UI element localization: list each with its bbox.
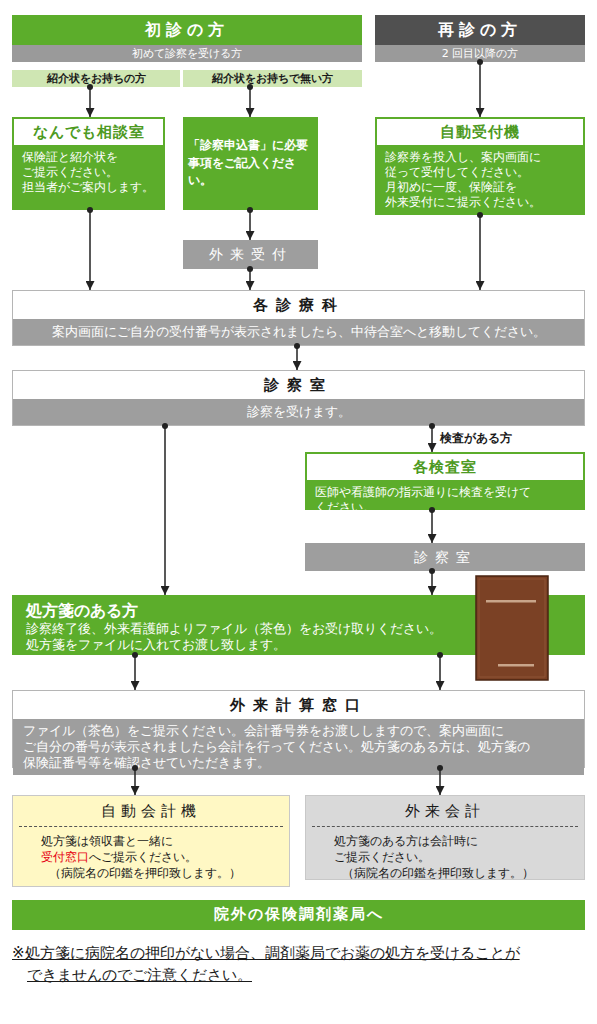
- node-text: 処方箋は領収書と一緒に: [13, 827, 289, 849]
- file-print: [498, 664, 534, 667]
- node-text: 診察を受けます。: [13, 399, 584, 425]
- node-text: （病院名の印鑑を押印致します。）: [13, 865, 289, 881]
- step-box: 外来受付: [183, 240, 318, 269]
- node-heading: 外来会計: [312, 796, 578, 827]
- node-text: 処方箋のある方は会計時に ご提示ください。: [306, 827, 584, 865]
- node-heading: 外来計算窓口: [13, 691, 584, 719]
- node-text: 診察終了後、外来看護師よりファイル（茶色）をお受け取りください。 処方箋をファイ…: [26, 621, 571, 653]
- flow-arrow: [164, 426, 166, 595]
- text-line: 受付窓口へご提示ください。: [13, 849, 289, 865]
- node-text: へご提示ください。: [89, 850, 197, 864]
- node-heading: 処方箋のある方: [26, 600, 571, 621]
- flow-arrow: [431, 571, 433, 595]
- patient-type-header: 初診の方初めて診察を受ける方: [12, 15, 362, 62]
- process-box: 自動受付機診察券を投入し、案内画面に 従って受付してください。 月初めに一度、保…: [375, 117, 585, 215]
- node-heading: 自動会計機: [19, 796, 283, 827]
- flow-arrow: [479, 62, 481, 117]
- flow-arrow: [134, 655, 136, 690]
- flow-arrow: [431, 426, 433, 452]
- node-text: ファイル（茶色）をご提示ください。会計番号券をお渡ししますので、案内画面に ご自…: [13, 719, 584, 775]
- node-heading: 初診の方: [12, 15, 362, 45]
- node-heading: 各検査室: [307, 454, 583, 480]
- flow-arrow: [439, 655, 441, 690]
- node-text: 初めて診察を受ける方: [12, 45, 362, 62]
- node-text: 案内画面にご自分の受付番号が表示されましたら、中待合室へと移動してください。: [13, 319, 584, 345]
- node-text: 2 回目以降の方: [375, 45, 585, 62]
- flow-arrow: [249, 269, 251, 290]
- step-band: 外来計算窓口ファイル（茶色）をご提示ください。会計番号券をお渡ししますので、案内…: [12, 690, 585, 768]
- flow-arrow: [249, 87, 251, 117]
- node-text: 受付窓口: [41, 850, 89, 864]
- node-text: 紹介状をお持ちで無い方: [183, 70, 362, 87]
- edge-label: 検査がある方: [440, 430, 512, 447]
- node-text: 紹介状をお持ちの方: [12, 70, 180, 87]
- node-heading: なんでも相談室: [14, 119, 163, 145]
- node-heading: 再診の方: [375, 15, 585, 45]
- condition-tag: 紹介状をお持ちで無い方: [183, 70, 362, 87]
- node-text: （病院名の印鑑を押印致します。）: [306, 865, 584, 881]
- flow-arrow: [479, 215, 481, 290]
- patient-type-header: 再診の方2 回目以降の方: [375, 15, 585, 62]
- flow-arrow: [431, 510, 433, 543]
- payment-box: 外来会計処方箋のある方は会計時に ご提示ください。（病院名の印鑑を押印致します。…: [305, 795, 585, 880]
- flow-arrow: [134, 768, 136, 795]
- node-text: 医師や看護師の指示通りに検査を受けて ください。: [307, 480, 583, 520]
- node-text: 院外の保険調剤薬局へ: [12, 905, 585, 925]
- node-text: 診察券を投入し、案内画面に 従って受付してください。 月初めに一度、保険証を 外…: [377, 145, 583, 215]
- flow-arrow: [89, 87, 91, 117]
- node-heading: 自動受付機: [377, 119, 583, 145]
- process-box: 各検査室医師や看護師の指示通りに検査を受けて ください。: [305, 452, 585, 510]
- flow-arrow: [249, 210, 251, 240]
- process-box: なんでも相談室保険証と紹介状を ご提示ください。 担当者がご案内します。: [12, 117, 165, 210]
- node-heading: 診察室: [13, 371, 584, 399]
- flow-arrow: [296, 346, 298, 370]
- step-band: 処方箋のある方診察終了後、外来看護師よりファイル（茶色）をお受け取りください。 …: [12, 595, 585, 655]
- node-text: 診察室: [305, 548, 585, 566]
- flow-arrow: [89, 210, 91, 290]
- condition-tag: 紹介状をお持ちの方: [12, 70, 180, 87]
- destination-band: 院外の保険調剤薬局へ: [12, 900, 585, 930]
- node-text: 保険証と紹介状を ご提示ください。 担当者がご案内します。: [14, 145, 163, 200]
- step-box: 診察室: [305, 543, 585, 571]
- node-heading: 各診療科: [13, 291, 584, 319]
- payment-box: 自動会計機処方箋は領収書と一緒に受付窓口へご提示ください。（病院名の印鑑を押印致…: [12, 795, 290, 887]
- step-band: 診察室診察を受けます。: [12, 370, 585, 426]
- process-box: 「診察申込書」に必要 事項をご記入くださ い。: [183, 117, 318, 210]
- step-band: 各診療科案内画面にご自分の受付番号が表示されましたら、中待合室へと移動してくださ…: [12, 290, 585, 346]
- flow-arrow: [439, 768, 441, 795]
- node-text: 外来受付: [183, 245, 318, 263]
- node-text: 「診察申込書」に必要 事項をご記入くださ い。: [183, 137, 318, 189]
- footnote: ※処方箋に病院名の押印がない場合、調剤薬局でお薬の処方を受けることが できません…: [12, 942, 585, 986]
